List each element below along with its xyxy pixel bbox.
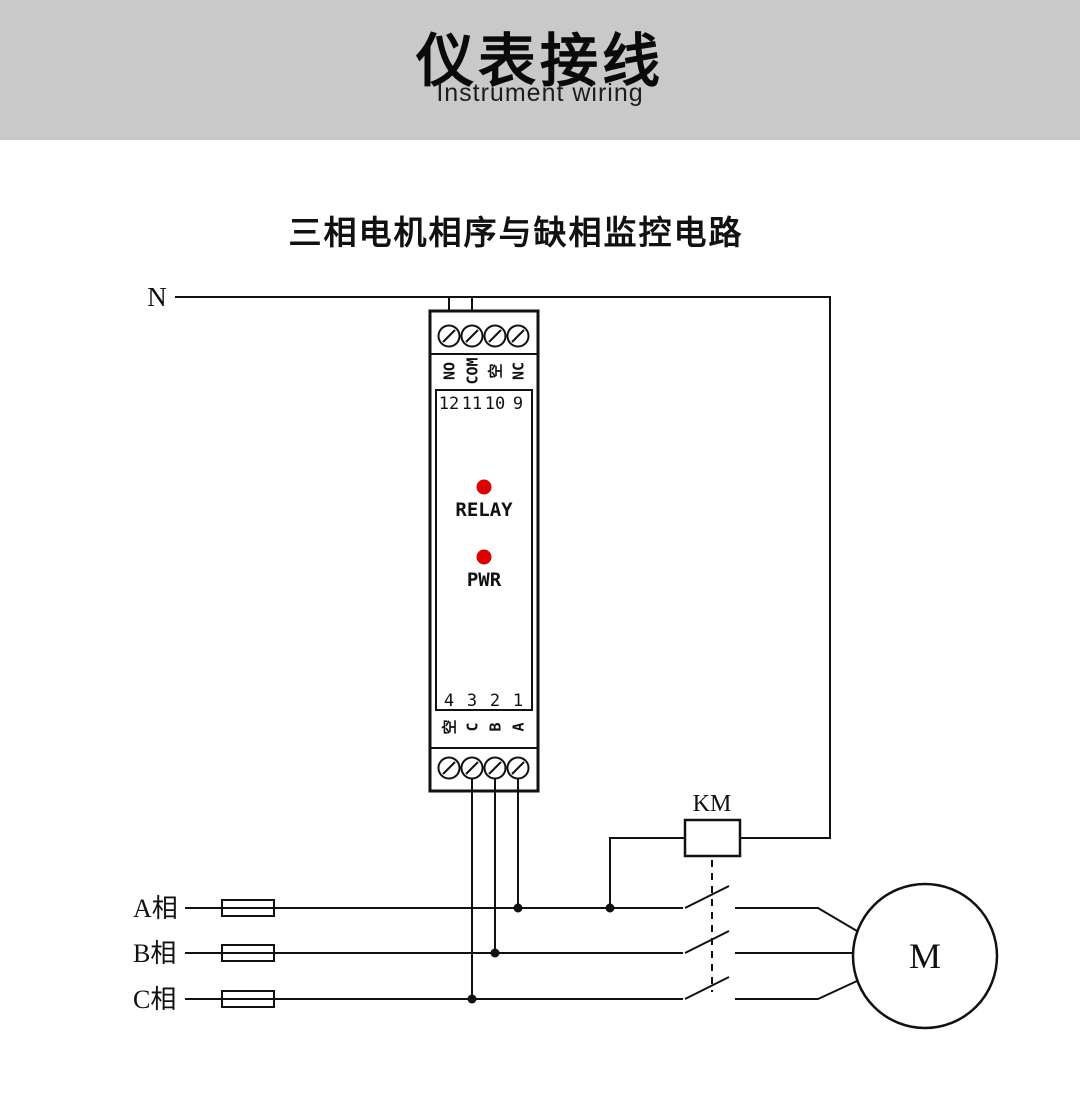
km-label: KM [693, 791, 732, 817]
motor-feed-a [735, 907, 858, 932]
screw-terminal-no [437, 324, 461, 348]
fuse-c [221, 990, 275, 1008]
motor-label: M [909, 936, 941, 976]
terminal-label-no: NO [440, 362, 458, 380]
screw-terminal-empty-top [483, 324, 507, 348]
terminal-label-empty-top: 空 [486, 363, 504, 378]
terminal-number-2: 2 [490, 691, 500, 711]
motor-feed-c [735, 980, 858, 1000]
terminal-label-b: B [486, 722, 504, 731]
screw-terminal-c [460, 756, 484, 780]
phase-c-label: C相 [133, 985, 176, 1014]
power-led-label: PWR [467, 569, 502, 591]
km-contact-blade-c [684, 976, 730, 1000]
km-contact-blade-a [684, 885, 730, 909]
terminal-number-12: 12 [439, 394, 459, 414]
terminal-label-c: C [463, 722, 481, 731]
fuse-b [221, 944, 275, 962]
motor-circle [851, 882, 999, 1030]
terminal-number-11: 11 [462, 394, 482, 414]
terminal-label-empty-bottom: 空 [440, 719, 458, 734]
km-coil-box [683, 818, 742, 858]
screw-terminal-a [506, 756, 530, 780]
terminal-number-1: 1 [513, 691, 523, 711]
diagram-title: 三相电机相序与缺相监控电路 [289, 214, 744, 251]
junction-phase-c-terminal [467, 994, 477, 1004]
screw-terminal-empty-bottom [437, 756, 461, 780]
power-led [476, 549, 492, 565]
junction-phase-b-terminal [490, 948, 500, 958]
screw-terminal-nc [506, 324, 530, 348]
relay-led-label: RELAY [455, 499, 513, 521]
header-banner: 仪表接线 Instrument wiring [0, 0, 1080, 140]
neutral-wire [175, 296, 831, 839]
relay-led [476, 479, 492, 495]
neutral-label: N [147, 282, 167, 312]
terminal-label-a: A [509, 722, 527, 731]
fuse-a [221, 899, 275, 917]
junction-phase-a-km-coil [605, 903, 615, 913]
terminal-label-nc: NC [509, 362, 527, 380]
screw-terminal-b [483, 756, 507, 780]
km-coil-wire [609, 837, 685, 908]
terminal-number-9: 9 [513, 394, 523, 414]
terminal-number-10: 10 [485, 394, 505, 414]
page-subtitle: Instrument wiring [436, 78, 644, 107]
instrument-wiring-diagram: 三相电机相序与缺相监控电路 N KM NO COM 空 NC 12 11 10 … [133, 214, 999, 1030]
junction-phase-a-terminal [513, 903, 523, 913]
phase-a-label: A相 [133, 894, 178, 923]
page-title: 仪表接线 [415, 28, 664, 94]
phase-b-label: B相 [133, 939, 176, 968]
terminal-label-com: COM [463, 357, 481, 384]
terminal-number-3: 3 [467, 691, 477, 711]
terminal-number-4: 4 [444, 691, 454, 711]
screw-terminal-com [460, 324, 484, 348]
km-contact-blade-b [684, 930, 730, 954]
